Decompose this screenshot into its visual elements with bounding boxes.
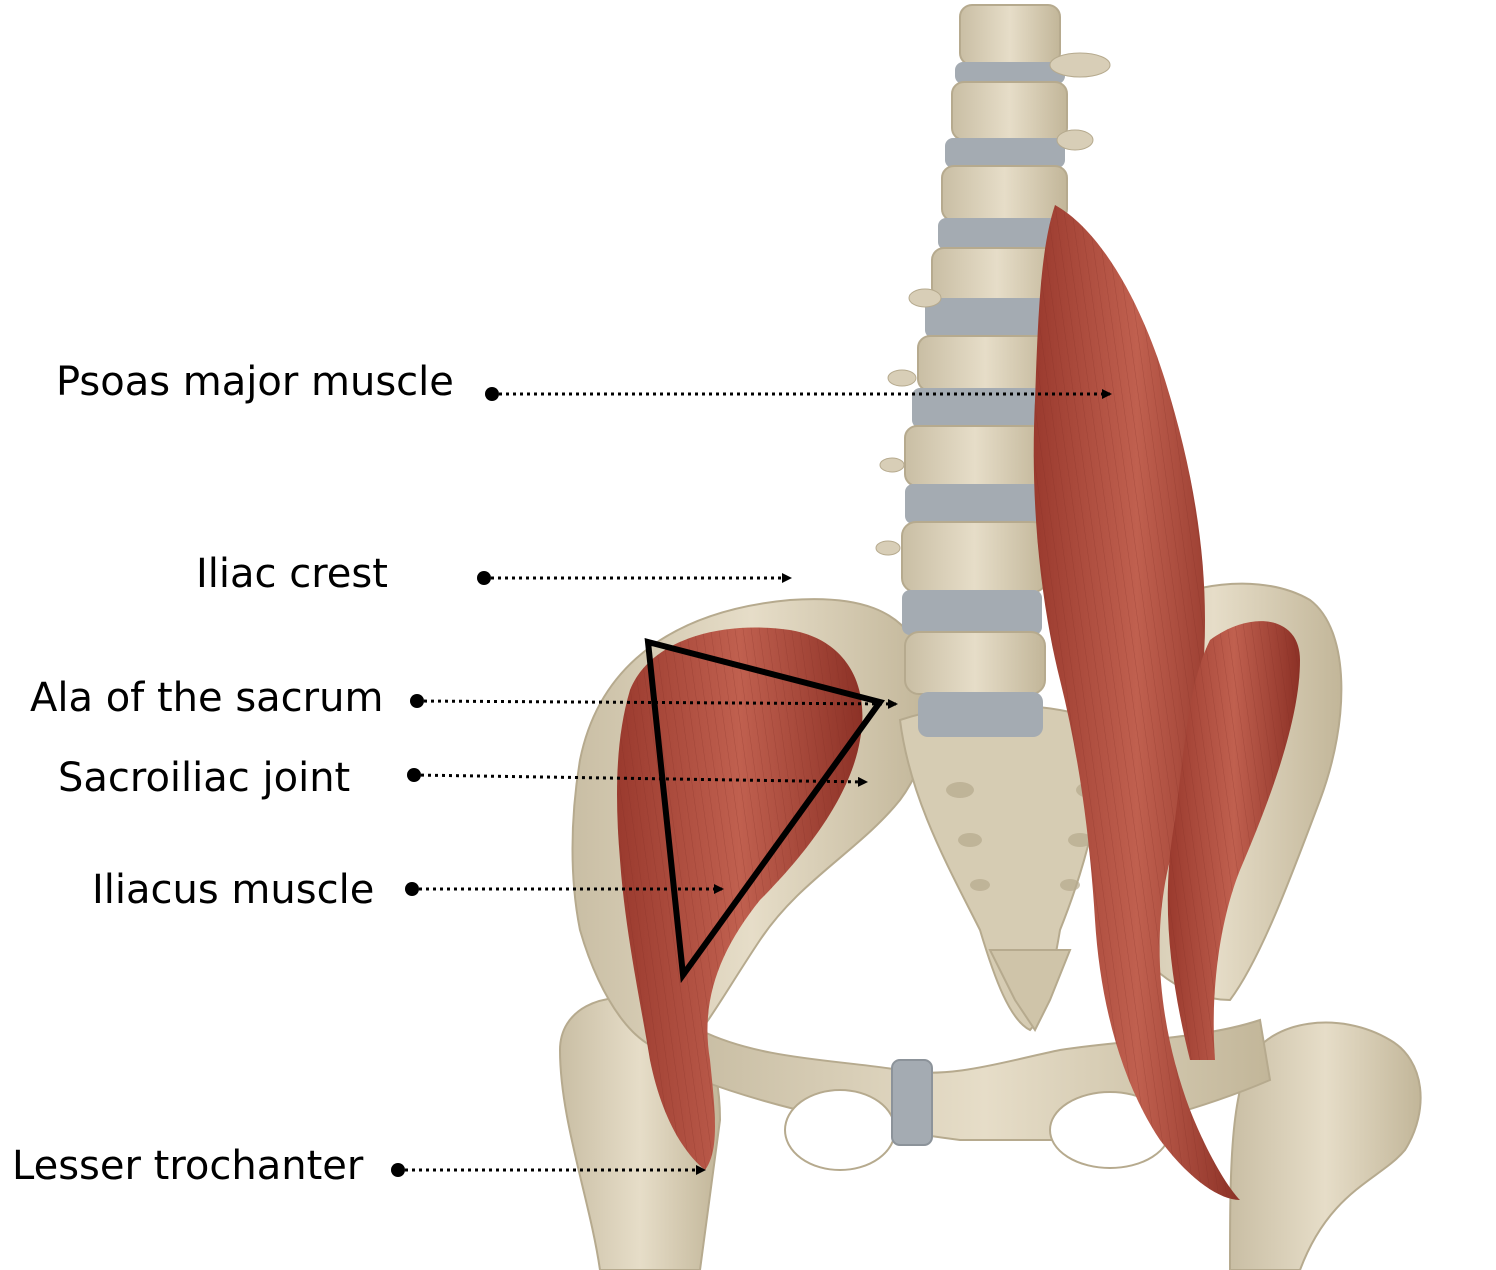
sacroiliac-joint-label: Sacroiliac joint: [58, 758, 350, 798]
leader-dots: [391, 387, 499, 1177]
ala-sacrum-leader-dot: [410, 694, 424, 708]
iliac-crest-leader-dot: [477, 571, 491, 585]
lesser-trochanter-leader-dot: [391, 1163, 405, 1177]
psoas-leader-dot: [485, 387, 499, 401]
iliac-crest-label: Iliac crest: [196, 554, 388, 594]
iliacus-muscle-label: Iliacus muscle: [92, 870, 374, 910]
sacroiliac-leader-dot: [407, 768, 421, 782]
psoas-major-label: Psoas major muscle: [56, 362, 454, 402]
ala-of-sacrum-label: Ala of the sacrum: [30, 678, 383, 718]
lesser-trochanter-label: Lesser trochanter: [12, 1146, 363, 1186]
iliacus-leader-dot: [405, 882, 419, 896]
sacrum: [900, 705, 1102, 1030]
